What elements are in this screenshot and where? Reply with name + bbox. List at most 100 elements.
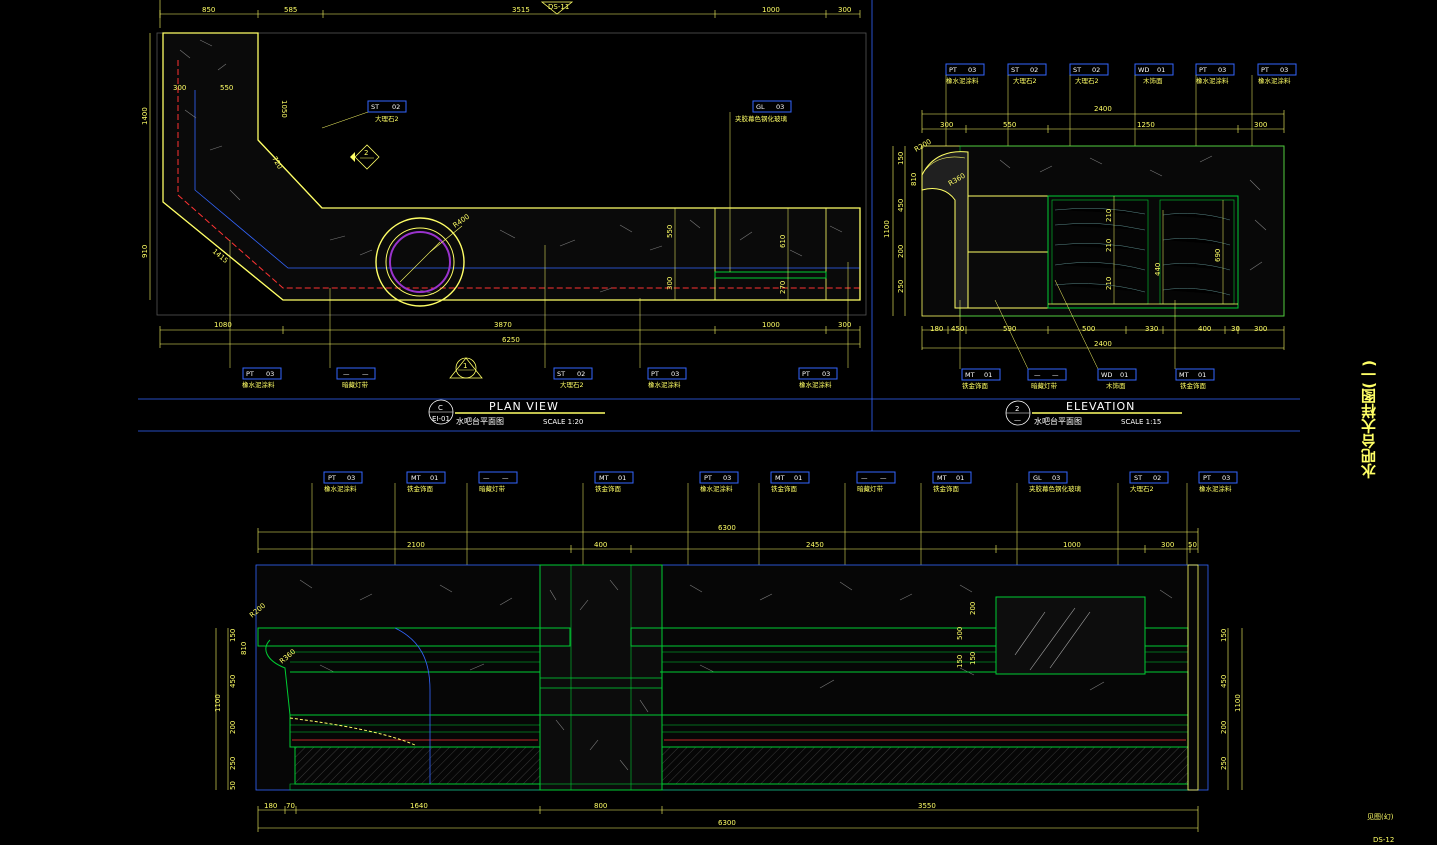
svg-text:200: 200 (229, 721, 237, 734)
svg-text:200: 200 (969, 602, 977, 615)
svg-text:木饰面: 木饰面 (1106, 381, 1126, 390)
svg-text:02: 02 (1030, 66, 1038, 74)
plan-counter-outline (162, 32, 861, 301)
svg-text:1: 1 (463, 362, 467, 370)
svg-text:PT: PT (651, 370, 659, 378)
svg-text:2100: 2100 (407, 541, 425, 549)
elev-callout-bottom-2: — — 暗藏灯带 (994, 299, 1067, 390)
svg-text:150: 150 (956, 655, 964, 668)
svg-text:1100: 1100 (1234, 694, 1242, 712)
svg-text:暗藏灯带: 暗藏灯带 (342, 380, 369, 389)
svg-text:WD: WD (1138, 66, 1149, 74)
svg-text:210: 210 (1105, 239, 1113, 252)
svg-text:2450: 2450 (806, 541, 824, 549)
svg-text:MT: MT (775, 474, 785, 482)
section-marker-top: DS-11 (540, 1, 574, 15)
svg-text:ST: ST (1073, 66, 1081, 74)
front-column (539, 564, 663, 791)
svg-text:ST: ST (371, 103, 379, 111)
plan-subtitle: 水吧台平面图 (456, 416, 504, 426)
svg-text:大理石2: 大理石2 (1013, 76, 1037, 85)
svg-text:800: 800 (594, 802, 607, 810)
svg-text:01: 01 (794, 474, 802, 482)
sheet-dividers (138, 0, 1300, 432)
svg-text:夹胶幕色钢化玻璃: 夹胶幕色钢化玻璃 (1029, 484, 1082, 493)
svg-text:2400: 2400 (1094, 340, 1112, 348)
svg-text:—: — (861, 474, 868, 482)
svg-text:MT: MT (1179, 371, 1189, 379)
svg-text:02: 02 (1153, 474, 1161, 482)
plan-title-block: C EI-01 PLAN VIEW 水吧台平面图 SCALE 1:20 (428, 399, 605, 426)
svg-text:01: 01 (1120, 371, 1128, 379)
svg-text:PT: PT (704, 474, 712, 482)
svg-text:1080: 1080 (214, 321, 232, 329)
svg-text:810: 810 (240, 642, 248, 655)
svg-text:夹胶幕色钢化玻璃: 夹胶幕色钢化玻璃 (735, 114, 788, 123)
svg-text:木饰面: 木饰面 (1143, 76, 1163, 85)
plan-top-dim-ticks (159, 10, 861, 18)
plan-top-dim-2: 585 (284, 6, 297, 14)
svg-text:400: 400 (1198, 325, 1211, 333)
svg-text:02: 02 (577, 370, 585, 378)
svg-text:1050: 1050 (280, 100, 288, 118)
plan-scale: SCALE 1:20 (543, 418, 583, 426)
svg-text:—: — (343, 370, 350, 378)
svg-text:03: 03 (347, 474, 355, 482)
svg-text:03: 03 (1222, 474, 1230, 482)
svg-text:大理石2: 大理石2 (1075, 76, 1099, 85)
elev-callout-bottom-4: MT 01 铁金饰面 (1174, 300, 1215, 390)
svg-text:03: 03 (776, 103, 784, 111)
svg-text:ST: ST (1011, 66, 1019, 74)
svg-text:1250: 1250 (1137, 121, 1155, 129)
svg-text:450: 450 (897, 199, 905, 212)
elev-callouts-top: PT 03 橡水泥涂料 ST 02 大理石2 ST 02 大理石2 (945, 63, 1297, 200)
svg-text:810: 810 (910, 173, 918, 186)
svg-text:铁金饰面: 铁金饰面 (771, 484, 798, 493)
svg-text:150: 150 (1220, 629, 1228, 642)
footer-note: 见图(幻) (1367, 813, 1394, 821)
svg-text:6300: 6300 (718, 524, 736, 532)
svg-text:210: 210 (1105, 209, 1113, 222)
svg-text:270: 270 (779, 281, 787, 294)
svg-text:1640: 1640 (410, 802, 428, 810)
svg-text:150: 150 (969, 652, 977, 665)
svg-text:440: 440 (1154, 263, 1162, 276)
svg-text:橡水泥涂料: 橡水泥涂料 (700, 484, 733, 493)
svg-text:02: 02 (392, 103, 400, 111)
elev-title: ELEVATION (1066, 400, 1135, 413)
svg-text:1000: 1000 (762, 321, 780, 329)
svg-text:MT: MT (411, 474, 421, 482)
svg-text:01: 01 (956, 474, 964, 482)
plan-top-dim-4: 1000 (762, 6, 780, 14)
svg-text:690: 690 (1214, 249, 1222, 262)
svg-text:300: 300 (1254, 325, 1267, 333)
svg-text:铁金饰面: 铁金饰面 (962, 381, 989, 390)
svg-text:橡水泥涂料: 橡水泥涂料 (1199, 484, 1232, 493)
svg-text:550: 550 (220, 84, 233, 92)
svg-text:3870: 3870 (494, 321, 512, 329)
svg-text:300: 300 (940, 121, 953, 129)
svg-text:250: 250 (1220, 757, 1228, 770)
svg-text:2: 2 (1015, 405, 1019, 413)
svg-text:GL: GL (756, 103, 765, 111)
svg-text:01: 01 (430, 474, 438, 482)
svg-text:铁金饰面: 铁金饰面 (933, 484, 960, 493)
plan-top-dim-3: 3515 (512, 6, 530, 14)
svg-text:01: 01 (1157, 66, 1165, 74)
svg-text:PT: PT (246, 370, 254, 378)
plan-marble-texture (179, 39, 843, 295)
svg-text:PT: PT (1199, 66, 1207, 74)
svg-text:180: 180 (264, 802, 277, 810)
plan-overall-dim: 6250 (502, 336, 520, 344)
svg-text:3550: 3550 (918, 802, 936, 810)
plan-callout-bottom-1: PT 03 橡水泥涂料 (229, 240, 282, 389)
plan-callout-bottom-4: PT 03 橡水泥涂料 (639, 298, 687, 389)
svg-text:03: 03 (822, 370, 830, 378)
svg-text:03: 03 (266, 370, 274, 378)
plan-top-dim-5: 300 (838, 6, 851, 14)
svg-text:铁金饰面: 铁金饰面 (1180, 381, 1207, 390)
svg-text:铁金饰面: 铁金饰面 (407, 484, 434, 493)
svg-text:300: 300 (173, 84, 186, 92)
svg-text:330: 330 (1145, 325, 1158, 333)
